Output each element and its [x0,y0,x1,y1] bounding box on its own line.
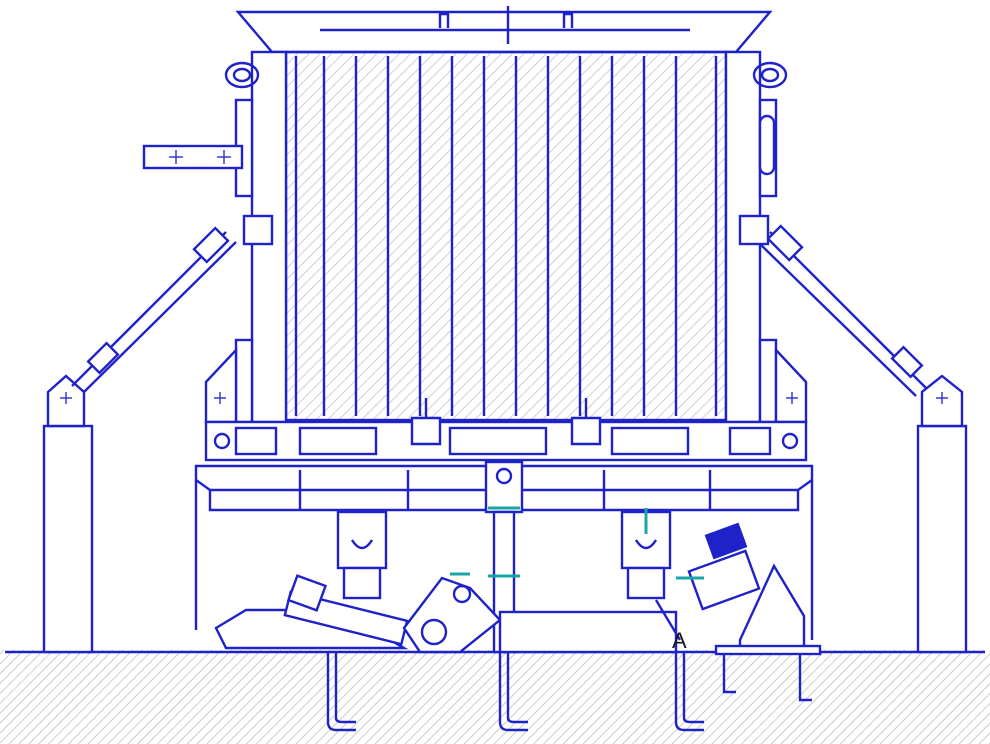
drive-motor [676,522,822,656]
side-handle-bracket [142,144,244,170]
right-side-frame [724,50,808,424]
left-diagonal-strut [71,226,237,393]
hopper-body [235,6,773,422]
left-pedestal [336,510,388,600]
left-side-frame [204,50,288,424]
ground-hatch [0,650,990,744]
vertical-plates [322,56,678,416]
anchor-bolts [326,652,812,732]
right-support-column [916,374,968,654]
section-marker: A [654,599,687,653]
hopper-bottom-beam [204,398,808,462]
right-pedestal [620,508,672,600]
left-support-column [42,374,94,654]
hydraulic-cylinder [214,572,678,654]
section-label: A [672,628,687,653]
right-diagonal-strut [759,224,927,397]
